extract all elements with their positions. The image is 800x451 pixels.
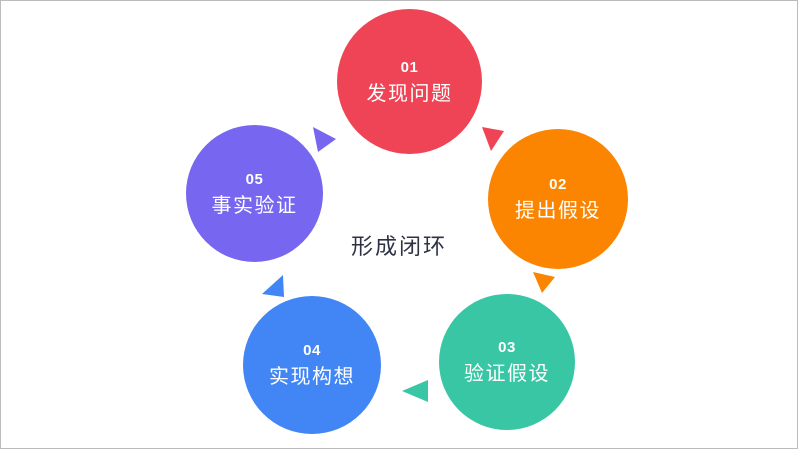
- cycle-node-02[interactable]: 02 提出假设: [488, 129, 628, 269]
- cycle-node-05-number: 05: [245, 170, 264, 188]
- arrow-04-to-05-icon: [262, 275, 284, 297]
- cycle-node-03-label: 验证假设: [464, 363, 550, 385]
- cycle-node-04-label: 实现构想: [269, 366, 355, 388]
- cycle-node-03-number: 03: [498, 339, 516, 356]
- cycle-center-label: 形成闭环: [350, 234, 447, 259]
- cycle-node-04[interactable]: 04 实现构想: [243, 296, 381, 434]
- cycle-node-03[interactable]: 03 验证假设: [439, 294, 575, 430]
- arrow-02-to-03-icon: [533, 272, 555, 293]
- cycle-node-02-number: 02: [549, 176, 567, 193]
- cycle-node-02-label: 提出假设: [515, 200, 601, 222]
- cycle-node-05[interactable]: 05 事实验证: [186, 125, 323, 262]
- cycle-node-05-label: 事实验证: [211, 194, 298, 217]
- arrow-03-to-04-icon: [402, 380, 428, 402]
- cycle-node-01[interactable]: 01 发现问题: [337, 9, 482, 154]
- cycle-node-01-label: 发现问题: [366, 82, 453, 105]
- arrow-05-to-01-icon: [313, 127, 336, 152]
- arrow-01-to-02-icon: [482, 127, 504, 151]
- cycle-node-04-number: 04: [303, 342, 321, 359]
- cycle-node-01-number: 01: [400, 58, 419, 76]
